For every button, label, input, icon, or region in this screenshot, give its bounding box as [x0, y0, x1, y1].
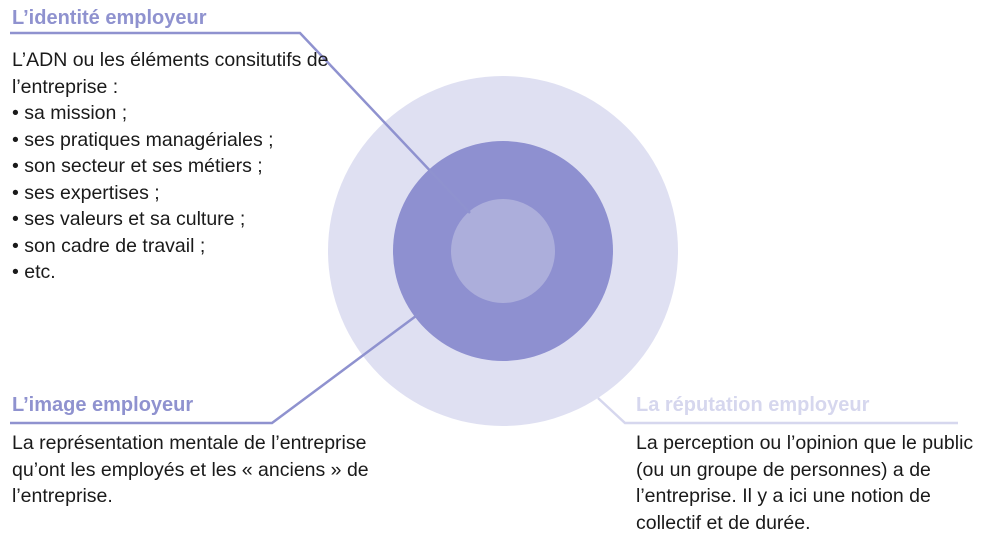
reputation-description: La perception ou l’opinion que le public… — [636, 432, 974, 534]
identite-leader-line — [10, 31, 471, 214]
inner-core-identite — [451, 199, 555, 303]
list-item: ses valeurs et sa culture ; — [12, 206, 342, 233]
list-item: son cadre de travail ; — [12, 233, 342, 260]
image-title: L’image employeur — [12, 394, 194, 416]
list-item: ses pratiques managériales ; — [12, 127, 342, 154]
image-leader-line — [10, 311, 421, 425]
reputation-leader-line — [597, 397, 958, 425]
reputation-title: La réputation employeur — [636, 394, 870, 416]
list-item: etc. — [12, 259, 342, 286]
image-description: La représentation mentale de l’entrepris… — [12, 432, 369, 507]
list-item: ses expertises ; — [12, 180, 342, 207]
list-item: sa mission ; — [12, 100, 342, 127]
identite-list: sa mission ; ses pratiques managériales … — [12, 100, 342, 286]
identite-intro: L’ADN ou les éléments consitutifs de l’e… — [12, 49, 329, 98]
list-item: son secteur et ses métiers ; — [12, 153, 342, 180]
identite-title: L’identité employeur — [12, 7, 207, 29]
identite-description: L’ADN ou les éléments consitutifs de l’e… — [12, 47, 342, 286]
